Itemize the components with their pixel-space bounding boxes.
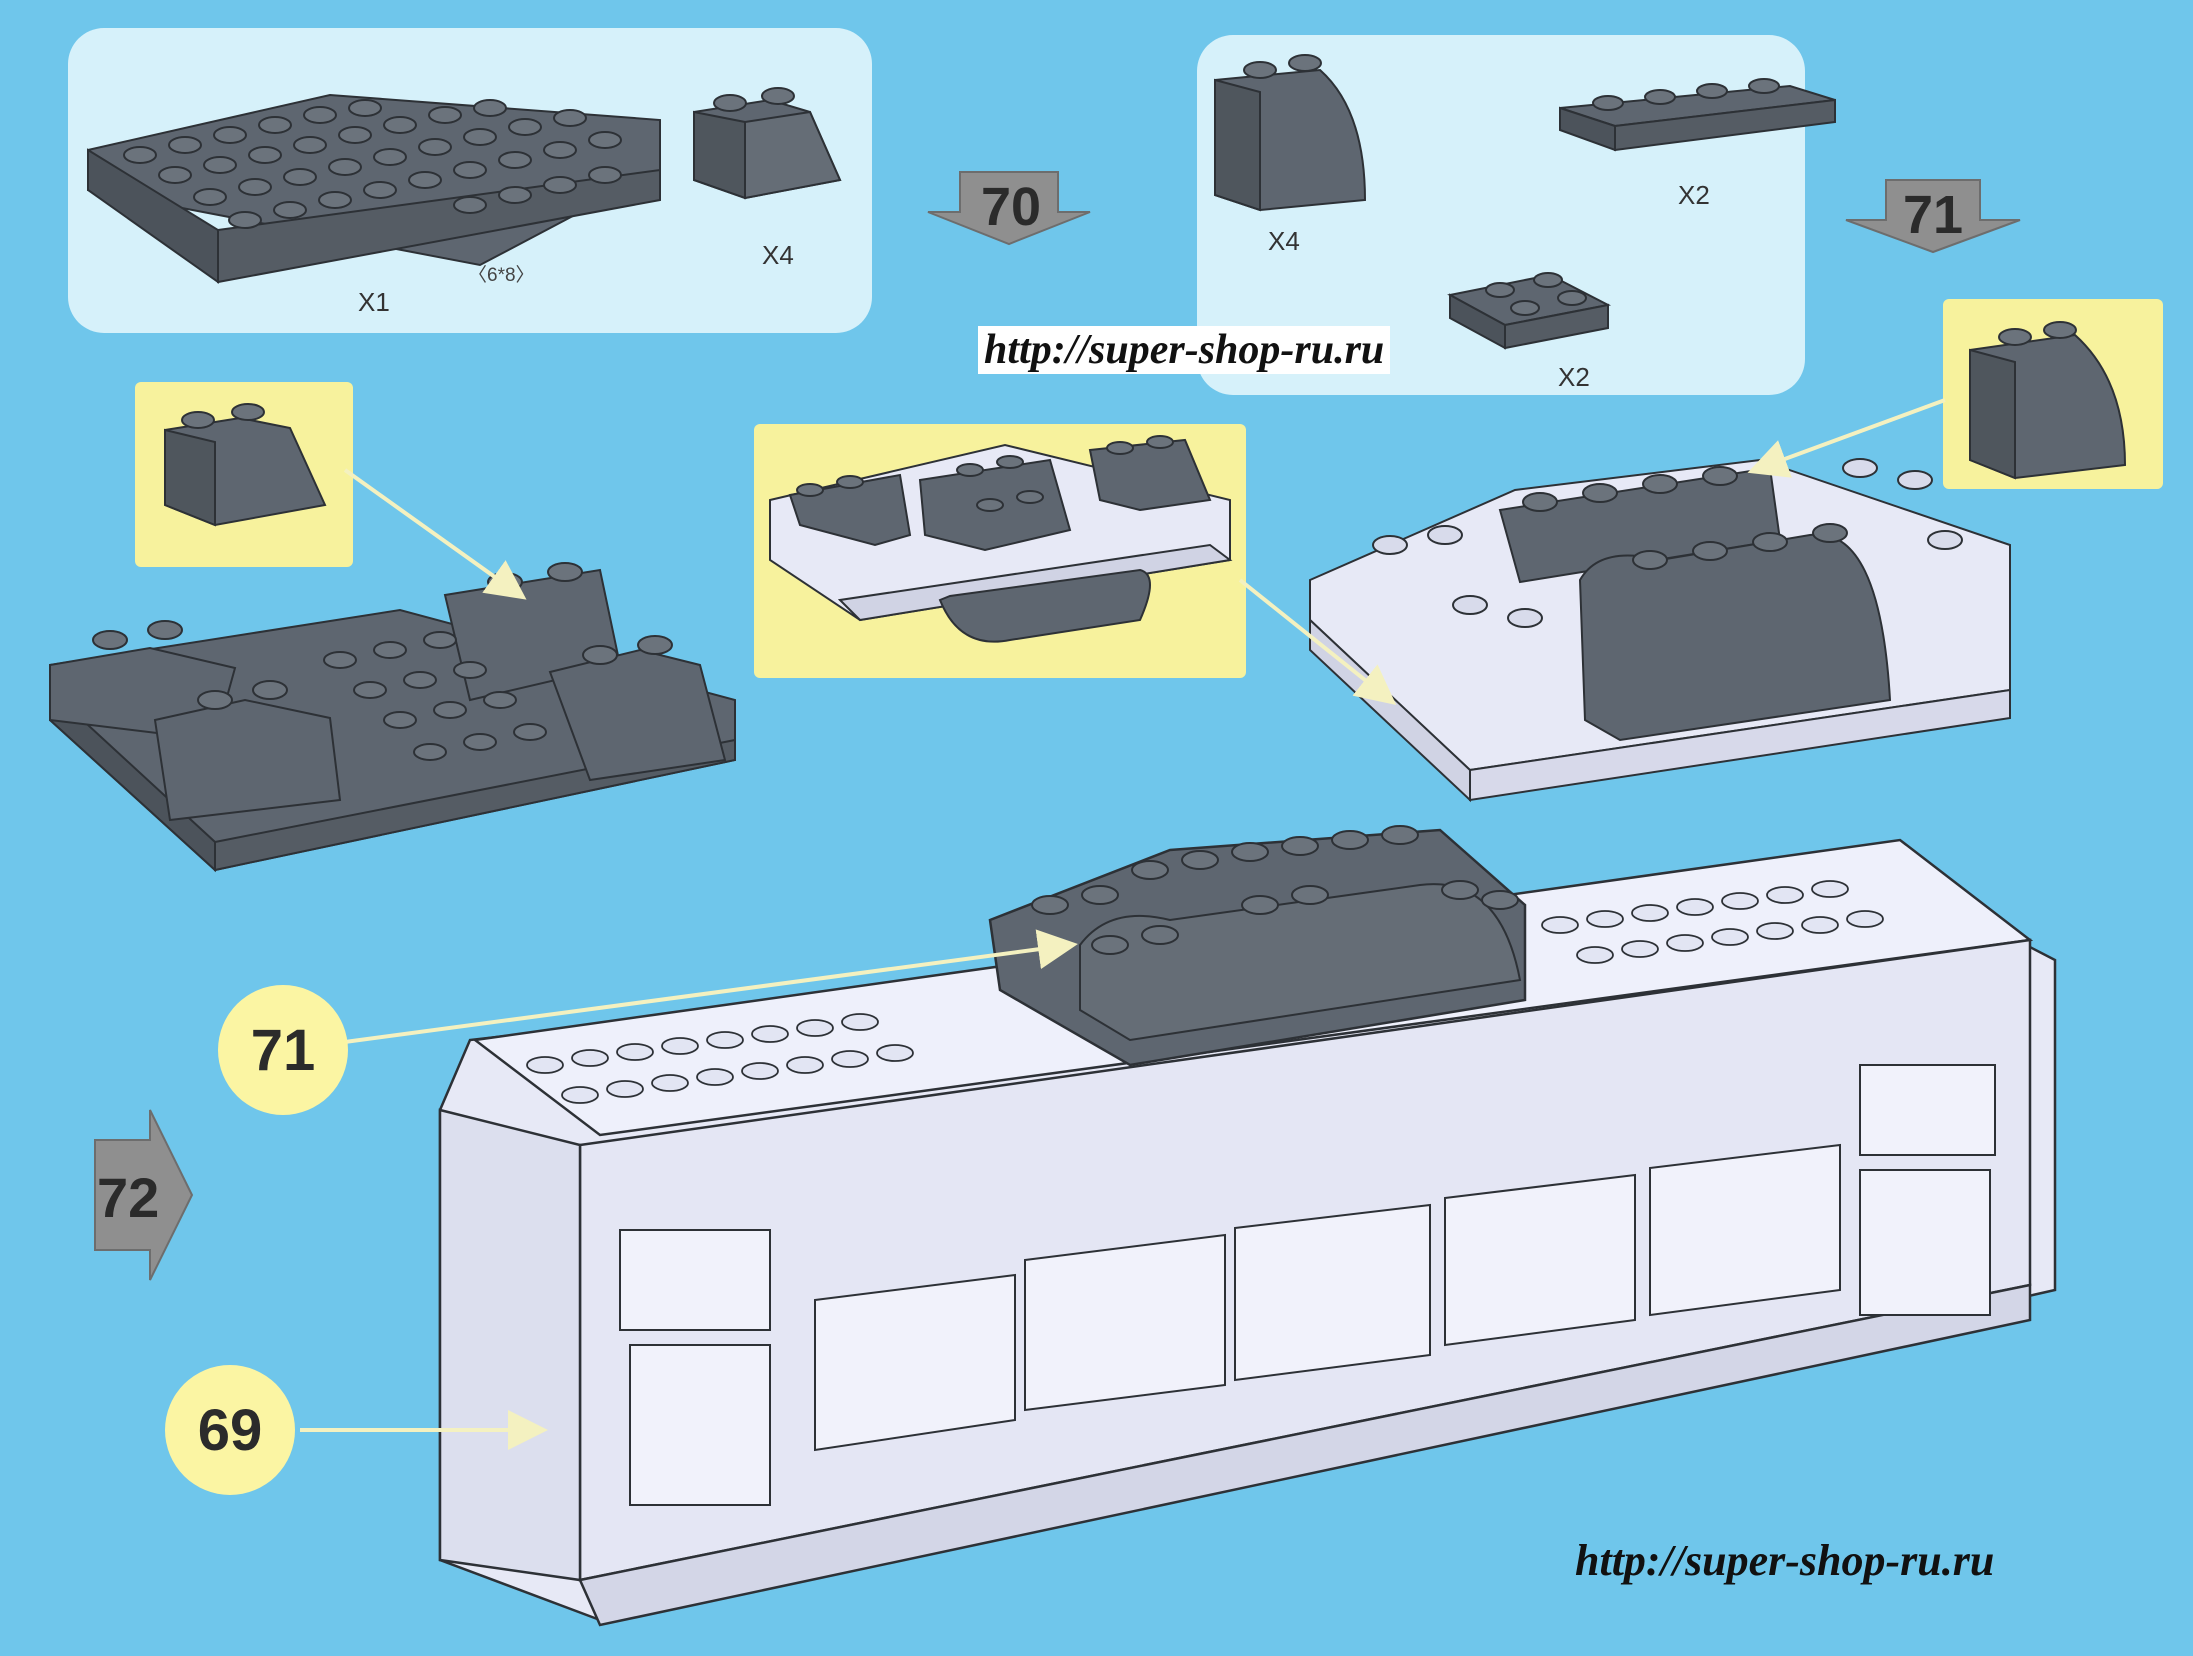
step70-assembly-icon — [49, 562, 736, 873]
callout-arrow-71-sub — [1238, 578, 1397, 705]
plate-2x2-icon — [1447, 272, 1612, 350]
callout-arrow-70 — [343, 468, 527, 600]
step71-badge: 71 — [218, 985, 348, 1115]
callout-curved-slope-icon — [1969, 321, 2127, 480]
curved-slope-icon — [1214, 54, 1367, 212]
step71-assembly-icon — [1309, 458, 2011, 803]
callout-arrow-71-curve — [1747, 398, 1946, 478]
step71-arrow-number: 71 — [1902, 185, 1964, 245]
plate-qty-label: X1 — [358, 287, 390, 317]
plate-6x8-icon — [87, 93, 661, 284]
callout-slope-brick-icon — [164, 403, 327, 527]
step72-number: 72 — [97, 1166, 160, 1229]
step70-number: 70 — [980, 177, 1042, 237]
slope-brick-icon — [693, 87, 842, 200]
curve-qty-label: X4 — [1268, 226, 1300, 256]
step70-arrow-icon — [927, 171, 1091, 246]
watermark-bottom: http://super-shop-ru.ru — [1575, 1536, 1995, 1585]
plate-size-label: 〈6*8〉 — [468, 265, 535, 286]
step71-subassembly-icon — [769, 435, 1233, 643]
step69-badge: 69 — [165, 1365, 295, 1495]
train-car-body-icon — [438, 825, 2057, 1627]
plate-1x4-qty-label: X2 — [1678, 180, 1710, 210]
step72-arrow-icon — [94, 1109, 194, 1281]
callout-arrow-71-badge — [299, 929, 1078, 1050]
plate-1x4-icon — [1559, 78, 1836, 152]
slope-qty-label: X4 — [762, 240, 794, 270]
watermark-top: http://super-shop-ru.ru — [978, 326, 1391, 374]
step71-arrow-icon — [1845, 179, 2021, 254]
plate-2x2-qty-label: X2 — [1558, 362, 1590, 392]
